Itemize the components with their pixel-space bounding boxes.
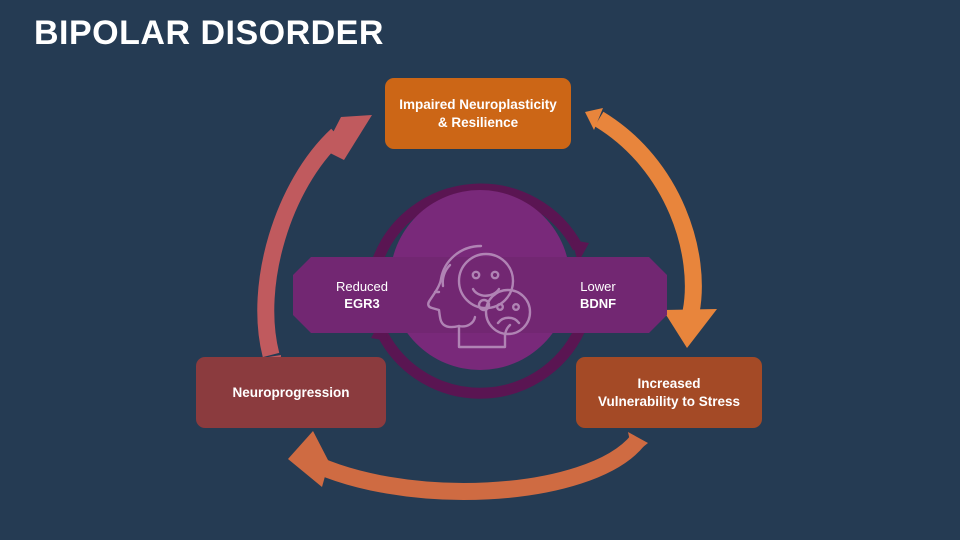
node-box-top-line2: & Resilience [437,114,519,130]
inner-ring-top-arc [371,183,589,264]
gene-marker-left-line2: EGR3 [344,296,380,311]
node-box-right-line2: Vulnerability to Stress [597,393,741,409]
arrow-left-to-top [257,115,372,372]
gene-marker-left: Reduced EGR3 [307,278,417,312]
gene-marker-right: Lower BDNF [543,278,653,312]
arrow-top-to-right [585,108,717,348]
gene-marker-left-line1: Reduced [335,279,389,294]
node-box-top-text: Impaired Neuroplasticity & Resilience [399,96,557,132]
node-box-increased-vulnerability[interactable]: Increased Vulnerability to Stress [576,357,762,428]
head-brain-emotions-icon [427,244,532,349]
node-box-left-text: Neuroprogression [232,384,349,402]
node-box-top-line1: Impaired Neuroplasticity [399,96,557,112]
node-box-right-line1: Increased [637,375,701,391]
gene-marker-right-line1: Lower [580,279,616,294]
page-title: BIPOLAR DISORDER [34,14,384,52]
arrow-right-to-left [288,431,648,500]
node-box-neuroprogression[interactable]: Neuroprogression [196,357,386,428]
gene-marker-bar: Reduced EGR3 Lower BDNF [293,257,667,333]
node-box-impaired-neuroplasticity[interactable]: Impaired Neuroplasticity & Resilience [385,78,571,149]
node-box-left-line1: Neuroprogression [232,384,350,400]
node-box-right-text: Increased Vulnerability to Stress [598,375,740,411]
gene-marker-right-line2: BDNF [579,296,617,311]
